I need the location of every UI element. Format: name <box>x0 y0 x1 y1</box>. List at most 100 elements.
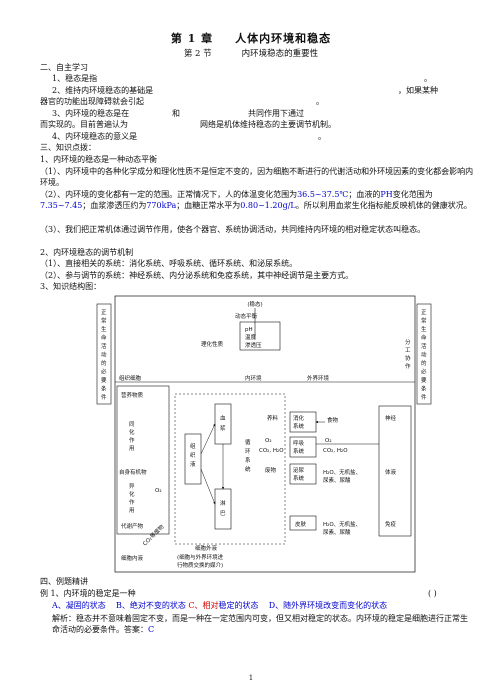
page-number: 1 <box>248 674 254 682</box>
right-condition-char: 正 <box>421 309 427 316</box>
coop-char: 分 <box>405 338 411 346</box>
self-study-q2: 2、维持内环境稳态的基础是，如果某种 <box>52 86 438 95</box>
circulation-char: 系 <box>245 456 251 464</box>
knowledge-heading: 三、知识点拨： <box>40 143 96 152</box>
assimilation-char: 作 <box>129 436 135 444</box>
knowledge-p2-2: （2）、参与调节的系统：神经系统、内分泌系统和免疫系统，其中神经调节是主要方式。 <box>40 271 354 280</box>
left-condition-char: 要 <box>101 377 107 384</box>
nervous-label: 神经 <box>385 414 397 422</box>
nutrients-label: 营养物质 <box>121 391 144 399</box>
outer-frame <box>114 295 416 573</box>
extracellular-note-1: (细胞与外界环境进 <box>177 553 224 561</box>
right-condition-char: 要 <box>421 377 427 384</box>
knowledge-p2-1: （1）、直接相关的系统：消化系统、呼吸系统、循环系统、和泌尿系统。 <box>40 259 298 268</box>
dissimilation-char: 化 <box>129 490 135 498</box>
self-study-q4: 4、内环境稳态的意义是。 <box>52 132 326 141</box>
immune-label: 免疫 <box>385 520 397 528</box>
lymph-text: 淋巴 <box>220 499 226 517</box>
left-condition-char: 正 <box>101 309 107 316</box>
extracellular-dashed-box <box>174 393 286 545</box>
option-d: D、随外界环境改变而变化的状态 <box>268 601 388 610</box>
section-name: 内环境稳态的重要性 <box>241 49 319 59</box>
ph-range: 7.35~7.45 <box>40 201 83 210</box>
self-study-q2-line2: 器官的功能出现障碍就会引起。 <box>40 97 324 106</box>
knowledge-p2: 2、内环境稳态的调节机制 <box>40 248 134 257</box>
osmotic-value: 770kPa <box>146 201 177 210</box>
left-condition-char: 活 <box>101 342 107 350</box>
circulation-char: 循 <box>245 438 251 446</box>
option-b: B、绝对不变的状态 <box>115 601 186 610</box>
urinary-char: 泌尿 <box>293 466 305 474</box>
temp-label: 温度 <box>245 333 257 341</box>
coop-char: 协 <box>405 354 411 362</box>
knowledge-p1-1: （1）、内环境中的各种化学成分和理化性质不是恒定不变的，因为细胞不断进行的代谢活… <box>40 167 474 187</box>
dissimilation-char: 用 <box>129 507 135 514</box>
circulation-text: 循环系统 <box>245 438 251 473</box>
glucose-range: 0.80~1.20g/L <box>240 201 296 210</box>
lymph-box <box>214 488 232 530</box>
dissimilation-char: 异 <box>129 483 135 490</box>
example-1-analysis: 解析：稳态并不意味着固定不变，而是一种在一定范围内可变，但又相对稳定的状态。内环… <box>52 614 468 634</box>
knowledge-structure-diagram: (稳态) 动态平衡 理化性质 pH 温度 渗透压 正常生命活动的必要条件 正常生… <box>96 295 432 573</box>
section-title: 第 2 节 内环境稳态的重要性 <box>0 47 502 59</box>
assimilation-char: 用 <box>129 445 135 452</box>
skin-box <box>289 515 317 531</box>
digestive-text: 消化系统 <box>293 414 305 430</box>
internal-env-label: 内环境 <box>245 374 262 382</box>
right-condition-char: 必 <box>421 368 427 376</box>
skin-output-line: 尿素、尿酸 <box>323 528 351 536</box>
tissue-plasma-arrow <box>200 423 216 455</box>
assimilation-char: 化 <box>129 428 135 436</box>
urinary-output-text: H₂O、无机盐、尿素、尿酸 <box>323 468 361 484</box>
right-condition-char: 条 <box>421 385 427 393</box>
knowledge-p1-3: （3）、我们把正常机体通过调节作用，使各个器官、系统协调活动，共同维持内环境的相… <box>40 225 426 234</box>
plasma-text: 血浆 <box>220 414 226 432</box>
right-condition-char: 的 <box>421 359 427 367</box>
left-condition-char: 命 <box>101 334 107 342</box>
self-study-q3-line2: 而实现的。目前普遍认为网络是机体维持稳态的主要调节机制。 <box>40 120 336 129</box>
right-condition-char: 常 <box>421 317 427 325</box>
circulation-char: 统 <box>245 465 251 473</box>
metabolites-label: 代谢产物 <box>121 522 144 530</box>
urinary-box <box>289 463 317 485</box>
extracellular-label: 细胞外液 <box>195 544 218 552</box>
waste-label: 废物 <box>265 466 277 474</box>
ph-label: pH <box>245 327 253 333</box>
o2-ext-label: O₂ <box>325 438 332 444</box>
right-condition-char: 生 <box>421 325 427 333</box>
regulation-box <box>378 405 412 537</box>
co2-ext-label: CO₂, H₂O <box>323 448 348 454</box>
self-study-q3: 3、内环境的稳态是在和共同作用下通过 <box>52 109 304 118</box>
knowledge-p1: 1、内环境的稳态是一种动态平衡 <box>40 155 158 164</box>
tissue-lymph-arrow <box>200 468 216 505</box>
respiratory-char: 呼吸 <box>293 440 305 447</box>
urinary-char: 系统 <box>293 474 305 482</box>
respiratory-box <box>289 436 317 458</box>
physchem-label: 理化性质 <box>201 340 224 348</box>
right-condition-char: 动 <box>421 352 427 359</box>
urinary-output-line: 尿素、尿酸 <box>323 476 351 484</box>
humoral-label: 体液 <box>385 468 397 476</box>
left-condition-char: 生 <box>101 325 107 333</box>
tissue-fluid-box <box>184 433 202 485</box>
left-condition-char: 的 <box>101 359 107 367</box>
coop-char: 作 <box>405 362 411 370</box>
external-env-label: 外界环境 <box>307 374 330 382</box>
digestive-char: 消化 <box>293 414 305 422</box>
chapter-title: 第 1 章人体内环境和稳态 <box>0 30 502 46</box>
extracellular-note-2: 行物质交换的媒介) <box>177 561 223 569</box>
example-1-options: A、凝固的状态 B、绝对不变的状态 C、相对稳定的状态 D、随外界环境改变而变化… <box>52 601 388 610</box>
self-study-heading: 二、自主学习 <box>40 63 88 72</box>
right-condition-box <box>416 303 432 405</box>
dynamic-balance-label: 动态平衡 <box>235 312 258 320</box>
tissue-fluid-char: 液 <box>190 460 196 468</box>
o2-label: O₂ <box>155 488 162 494</box>
own-organic-label: 自身有机物 <box>119 468 147 476</box>
option-a: A、凝固的状态 <box>52 601 106 610</box>
respiratory-text: 呼吸系统 <box>293 440 305 455</box>
section-number: 第 2 节 <box>183 49 212 59</box>
